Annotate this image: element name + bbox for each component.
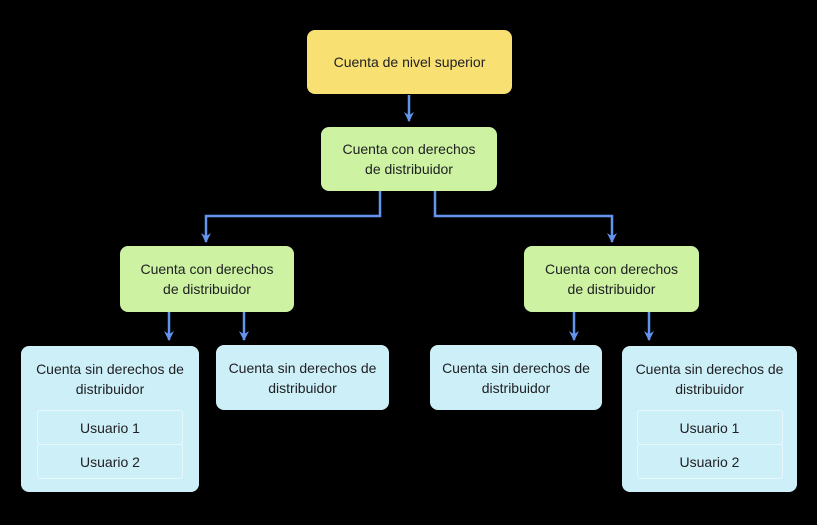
node-non-reseller-account-2: Cuenta sin derechos de distribuidor (216, 345, 389, 410)
user-cell-usuario-2: Usuario 2 (37, 444, 183, 479)
node-top-level-account: Cuenta de nivel superior (307, 30, 512, 94)
node-non-reseller-account-4: Cuenta sin derechos de distribuidor Usua… (622, 346, 797, 492)
node-reseller-account-right-label: Cuenta con derechos de distribuidor (544, 261, 679, 297)
node-non-reseller-account-4-label: Cuenta sin derechos de distribuidor (635, 361, 784, 397)
node-non-reseller-account-1-label: Cuenta sin derechos de distribuidor (36, 361, 184, 397)
node-reseller-account-left: Cuenta con derechos de distribuidor (120, 246, 294, 312)
node-non-reseller-account-1: Cuenta sin derechos de distribuidor Usua… (21, 346, 199, 492)
node-reseller-account-parent-label: Cuenta con derechos de distribuidor (342, 141, 476, 177)
node-reseller-account-right: Cuenta con derechos de distribuidor (524, 246, 699, 312)
node-non-reseller-account-3: Cuenta sin derechos de distribuidor (430, 345, 602, 410)
node-non-reseller-account-2-label: Cuenta sin derechos de distribuidor (228, 359, 377, 396)
node-non-reseller-account-3-label: Cuenta sin derechos de distribuidor (442, 359, 590, 396)
user-list: Usuario 1 Usuario 2 (37, 410, 183, 479)
node-top-level-account-label: Cuenta de nivel superior (333, 54, 486, 70)
node-reseller-account-left-label: Cuenta con derechos de distribuidor (140, 261, 274, 297)
connector-parent-to-left-reseller (201, 191, 382, 243)
user-cell-usuario-2: Usuario 2 (636, 444, 783, 479)
user-cell-usuario-1: Usuario 1 (636, 410, 783, 445)
user-cell-usuario-1: Usuario 1 (37, 410, 183, 445)
user-list: Usuario 1 Usuario 2 (636, 410, 783, 479)
connector-parent-to-right-reseller (433, 191, 617, 243)
node-reseller-account-parent: Cuenta con derechos de distribuidor (321, 127, 497, 191)
